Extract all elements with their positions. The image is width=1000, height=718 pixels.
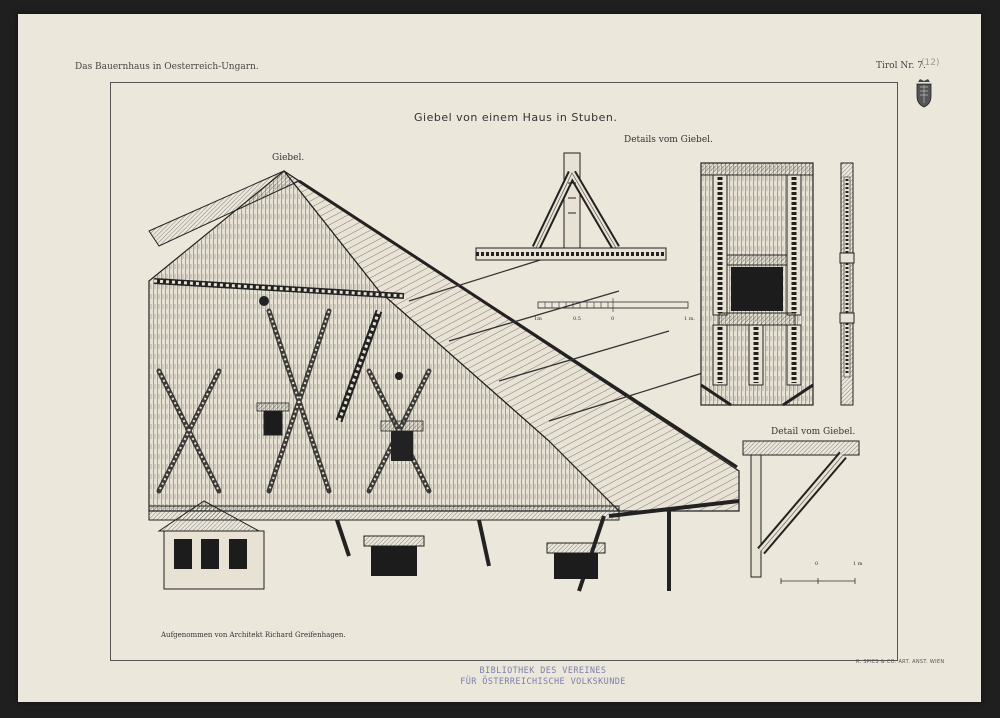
scale2-tick-1: 1 m: [853, 561, 863, 567]
pencil-note: (12): [921, 58, 940, 68]
scale-bar-2: [780, 578, 856, 584]
scale1-tick-1: 0.5: [573, 316, 581, 322]
printer-imprint: R. SPIES & CO. ART. ANST. WIEN: [856, 659, 945, 665]
scale2-tick-0: 0: [815, 561, 819, 567]
header-series-title: Das Bauernhaus in Oesterreich-Ungarn.: [75, 62, 259, 72]
library-stamp: BIBLIOTHEK DES VEREINES FÜR ÖSTERREICHIS…: [458, 666, 628, 688]
label-details-vom-giebel: Details vom Giebel.: [624, 135, 713, 145]
bracket-detail-drawing: [742, 440, 860, 578]
header-plate-number: Tirol Nr. 7.: [876, 61, 926, 71]
section-strip-drawing: [839, 162, 855, 406]
plate-title: Giebel von einem Haus in Stuben.: [414, 111, 618, 124]
coat-of-arms-icon: [916, 79, 932, 108]
window-detail-drawing: [700, 162, 814, 407]
scale1-tick-3: 1 m.: [684, 316, 696, 322]
scale-bar-1: [537, 298, 689, 312]
stamp-line-2: FÜR ÖSTERREICHISCHE VOLKSKUNDE: [460, 677, 626, 687]
credit-line: Aufgenommen von Architekt Richard Greife…: [161, 631, 346, 639]
truss-detail-drawing: [475, 152, 667, 261]
stamp-line-1: BIBLIOTHEK DES VEREINES: [479, 666, 607, 676]
scale1-tick-2: 0: [611, 316, 615, 322]
gable-illustration: [148, 170, 740, 592]
scale1-tick-0: 1m: [534, 316, 542, 322]
label-detail-vom-giebel: Detail vom Giebel.: [771, 427, 856, 437]
plate-sheet: Das Bauernhaus in Oesterreich-Ungarn. Ti…: [18, 14, 981, 702]
label-giebel: Giebel.: [272, 153, 305, 163]
plate-frame: Giebel von einem Haus in Stuben. Giebel.…: [110, 82, 898, 661]
